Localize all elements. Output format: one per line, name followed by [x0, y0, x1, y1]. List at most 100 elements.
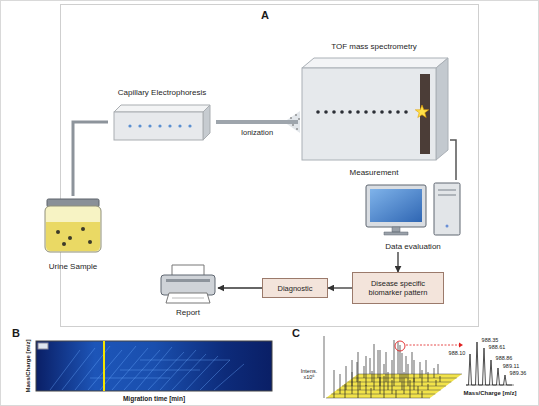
urine-jar [62, 242, 66, 246]
capillary-electrophoresis-device [203, 105, 210, 140]
urine-jar [68, 236, 72, 240]
tof-mass-spectrometer [302, 68, 436, 160]
panel-frame [61, 5, 479, 327]
edge-label: Ionization [240, 128, 274, 137]
tof-mass-spectrometer [316, 110, 408, 114]
tof-mass-spectrometer [415, 105, 428, 118]
urine-jar [88, 240, 92, 244]
node-label: Capillary Electrophoresis [118, 88, 206, 98]
urine-jar [56, 230, 60, 234]
urine-jar [81, 227, 85, 231]
printer [161, 265, 215, 303]
sample-jar: Urine Sample [40, 196, 106, 272]
ce-device: Capillary Electrophoresis [108, 88, 216, 144]
process-box: Diagnostic [262, 278, 328, 298]
tof-mass-spectrometer [356, 110, 360, 114]
printer-station: Report [158, 262, 218, 318]
mass-spectra-stack [324, 336, 325, 398]
printer [166, 293, 210, 303]
tof-mass-spectrometer [404, 110, 408, 114]
axis-label: Mass/Charge [m/z] [463, 390, 516, 397]
capillary-electrophoresis-device [148, 124, 151, 127]
ionization-spray [296, 128, 298, 130]
mass-spectra-stack [395, 341, 405, 351]
ionization-spray [298, 118, 300, 120]
computer-station: Data evaluation [362, 180, 464, 252]
ce-ms-heatmap [38, 343, 48, 349]
capillary-electrophoresis-device [114, 105, 210, 112]
peak-label: 988.61 [489, 344, 506, 350]
tof-mass-spectrometer [302, 58, 448, 68]
ce-ms-heatmap [36, 341, 272, 391]
ionization-spray [295, 114, 297, 116]
node-label: Data evaluation [385, 242, 441, 252]
tof-mass-spectrometer [332, 110, 336, 114]
axis-label: Intens. x10⁶ [298, 368, 320, 381]
capillary-electrophoresis-device [138, 124, 141, 127]
panel-letter: B [12, 327, 20, 340]
node-label: Urine Sample [49, 262, 97, 272]
capillary-electrophoresis-device [158, 124, 161, 127]
computer [366, 183, 460, 235]
peak-label: 988.10 [449, 350, 466, 356]
urine-jar [45, 206, 101, 252]
peak-label: 988.86 [496, 355, 513, 361]
capillary-electrophoresis-device [128, 124, 191, 127]
computer [366, 185, 426, 227]
ionization-spray [292, 124, 294, 126]
mass-spectra-stack [459, 343, 463, 348]
computer [438, 190, 456, 195]
ce-ms-heatmap [50, 346, 244, 390]
flow-arrow [328, 287, 352, 288]
node-label: Disease specific biomarker pattern [359, 279, 437, 297]
flow-arrow [397, 252, 398, 272]
axis-label: Mass/Charge [m/z] [25, 339, 32, 392]
ce-ms-heatmap [36, 341, 272, 391]
mass-spectra-stack [406, 345, 460, 346]
sample-tube [73, 122, 108, 196]
printer [161, 275, 215, 295]
computer [384, 227, 408, 235]
tof-mass-spectrometer [388, 110, 392, 114]
printer [166, 279, 210, 282]
ionization-nozzle [216, 120, 298, 124]
tof-mass-spectrometer [380, 110, 384, 114]
ionization-spray [290, 117, 292, 119]
tof-mass-spectrometer [316, 110, 320, 114]
ce-ms-heatmap [103, 341, 105, 391]
capillary-electrophoresis-device [114, 112, 203, 140]
urine-jar [45, 199, 101, 252]
capillary-electrophoresis-device [114, 105, 210, 140]
axis-label: Migration time [min] [123, 395, 185, 402]
mass-spectra-stack [334, 340, 440, 398]
panel-letter: C [292, 327, 300, 340]
tof-mass-spectrometer [364, 110, 368, 114]
capillary-electrophoresis-device [188, 124, 191, 127]
tof-mass-spectrometer [340, 110, 344, 114]
tof-mass-spectrometer [436, 58, 448, 160]
peak-label: 989.11 [503, 363, 519, 369]
computer [370, 189, 422, 222]
tof-mass-spectrometer [372, 110, 376, 114]
process-box: Disease specific biomarker pattern [352, 272, 444, 304]
tof-mass-spectrometer [324, 110, 328, 114]
data-cable [450, 140, 456, 180]
node-label: Diagnostic [277, 284, 312, 293]
urine-jar [46, 222, 100, 251]
node-sublabel: Measurement [350, 168, 399, 178]
printer [172, 298, 204, 299]
capillary-electrophoresis-device [178, 124, 181, 127]
computer [434, 183, 460, 235]
tof-device: TOF mass spectrometryMeasurement [298, 42, 450, 178]
tof-mass-spectrometer [348, 110, 352, 114]
tof-mass-spectrometer [396, 110, 400, 114]
peak-label: 989.36 [510, 370, 527, 376]
panel-letter: A [261, 9, 269, 22]
